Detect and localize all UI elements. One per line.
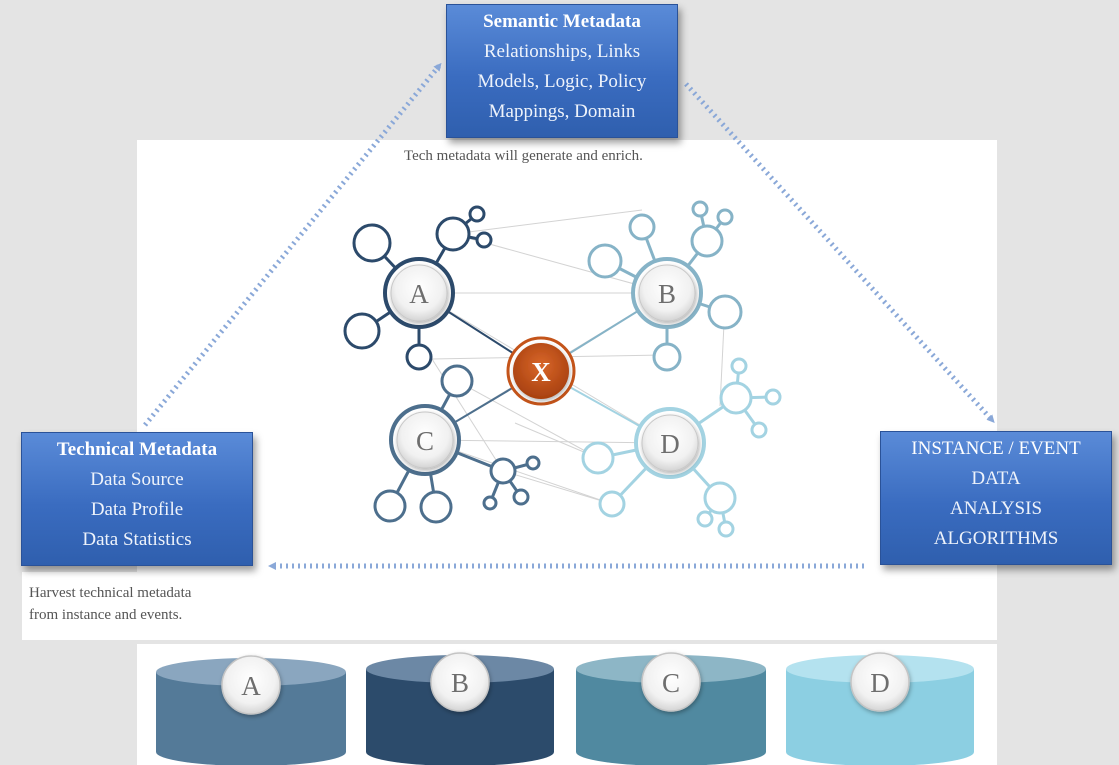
node-d5 (764, 388, 782, 406)
generate-note: Tech metadata will generate and enrich. (404, 148, 643, 164)
node-c7 (482, 495, 498, 511)
node-c1 (440, 364, 474, 398)
database-c: C (576, 652, 766, 765)
node-c4 (489, 457, 517, 485)
node-b7 (652, 342, 682, 372)
hub-b-label: B (658, 279, 676, 309)
instance-event-box: INSTANCE / EVENT DATA ANALYSIS ALGORITHM… (880, 431, 1112, 565)
node-a3 (468, 205, 486, 223)
node-b3 (690, 224, 724, 258)
technical-line-3: Data Statistics (82, 529, 192, 550)
database-a-label: A (241, 671, 261, 701)
semantic-metadata-box: Semantic Metadata Relationships, Links M… (446, 4, 678, 138)
semantic-line-2: Models, Logic, Policy (477, 71, 647, 92)
node-b4 (691, 200, 709, 218)
technical-line-2: Data Profile (90, 499, 184, 520)
node-a6 (405, 343, 433, 371)
instance-line-2: ANALYSIS (949, 498, 1043, 519)
hub-x: X (506, 336, 576, 406)
node-a1 (352, 223, 392, 263)
harvest-note-line1: Harvest technical metadata (29, 585, 192, 601)
technical-line-1: Data Source (90, 469, 184, 490)
database-a: A (156, 655, 346, 765)
hub-a: A (383, 257, 455, 329)
node-c5 (525, 455, 541, 471)
database-c-label: C (662, 668, 680, 698)
hub-d-label: D (660, 429, 680, 459)
node-b2 (628, 213, 656, 241)
semantic-line-1: Relationships, Links (483, 41, 641, 62)
hub-b: B (631, 257, 703, 329)
node-d6 (750, 421, 768, 439)
database-b: B (366, 652, 554, 765)
instance-event-title: INSTANCE / EVENT (911, 438, 1081, 459)
instance-line-3: ALGORITHMS (933, 528, 1059, 549)
harvest-note: Harvest technical metadata from instance… (29, 582, 191, 626)
node-b6 (707, 294, 743, 330)
instance-line-1: DATA (971, 468, 1021, 489)
node-d1 (581, 441, 615, 475)
node-d4 (730, 357, 748, 375)
node-d2 (598, 490, 626, 518)
node-c2 (373, 489, 407, 523)
flow-arrows (143, 62, 995, 570)
hub-x-label: X (531, 357, 551, 387)
technical-metadata-title: Technical Metadata (56, 439, 218, 460)
node-a2 (435, 216, 471, 252)
hub-c-label: C (416, 426, 434, 456)
node-d3 (719, 381, 753, 415)
harvest-note-panel (22, 572, 140, 640)
database-d: D (786, 652, 974, 765)
node-b1 (587, 243, 623, 279)
node-d9 (717, 520, 735, 538)
semantic-metadata-title: Semantic Metadata (483, 11, 641, 32)
technical-metadata-box: Technical Metadata Data Source Data Prof… (21, 432, 253, 566)
database-b-label: B (451, 668, 469, 698)
arrow-technical-to-semantic (143, 62, 442, 427)
node-d7 (703, 481, 737, 515)
semantic-line-3: Mappings, Domain (488, 101, 636, 122)
node-b5 (716, 208, 734, 226)
hub-a-label: A (409, 279, 429, 309)
node-a4 (475, 231, 493, 249)
hub-d-group (540, 357, 782, 538)
harvest-note-line2: from instance and events. (29, 607, 183, 623)
node-a5 (343, 312, 381, 350)
node-c6 (512, 488, 530, 506)
node-d8 (696, 510, 714, 528)
hub-d: D (634, 407, 706, 479)
node-c3 (419, 490, 453, 524)
hub-c: C (389, 404, 461, 476)
arrow-semantic-to-instance (684, 82, 995, 423)
database-d-label: D (870, 668, 890, 698)
